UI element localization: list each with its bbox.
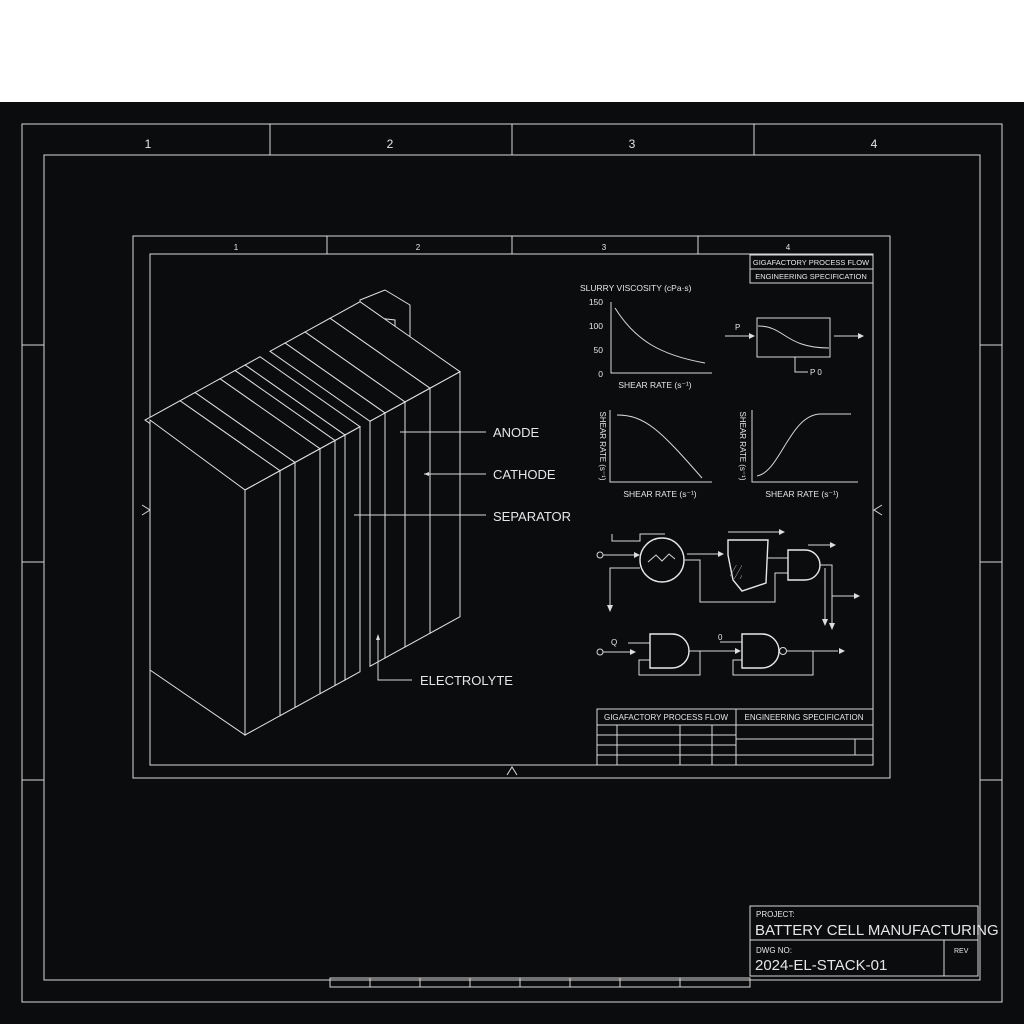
zone-label-small: 1 bbox=[234, 243, 239, 252]
svg-text:SHEAR RATE (s⁻¹): SHEAR RATE (s⁻¹) bbox=[738, 412, 747, 481]
callout-electrolyte: ELECTROLYTE bbox=[376, 634, 513, 688]
process-flow-diagram: Q 0 bbox=[596, 529, 860, 676]
zone-label-small: 4 bbox=[786, 243, 791, 252]
svg-text:GIGAFACTORY PROCESS FLOW: GIGAFACTORY PROCESS FLOW bbox=[753, 258, 870, 267]
nand-gate bbox=[741, 633, 780, 669]
zone-label: 4 bbox=[871, 137, 878, 151]
layer-side-face bbox=[244, 469, 281, 736]
shear-rate-chart-decreasing: SHEAR RATE (s⁻¹) SHEAR RATE (s⁻¹) bbox=[598, 410, 712, 499]
zone-label: 2 bbox=[387, 137, 394, 151]
zone-label-small: 2 bbox=[416, 243, 421, 252]
y-tick: 0 bbox=[598, 369, 603, 379]
and-gate bbox=[649, 633, 690, 669]
layer-side-face bbox=[384, 401, 406, 659]
svg-text:ANODE: ANODE bbox=[493, 425, 540, 440]
x-label: SHEAR RATE (s⁻¹) bbox=[618, 380, 691, 390]
svg-text:GIGAFACTORY PROCESS FLOW: GIGAFACTORY PROCESS FLOW bbox=[604, 713, 728, 722]
svg-text:P 0: P 0 bbox=[810, 368, 822, 377]
pump-symbol bbox=[639, 537, 685, 583]
svg-text:SHEAR RATE (s⁻¹): SHEAR RATE (s⁻¹) bbox=[623, 489, 696, 499]
layer-side-face bbox=[319, 439, 336, 695]
svg-text:ENGINEERING SPECIFICATION: ENGINEERING SPECIFICATION bbox=[755, 272, 867, 281]
viscosity-curve bbox=[614, 307, 706, 364]
viscosity-chart: SLURRY VISCOSITY (cPa·s) 150 100 50 0 SH… bbox=[580, 283, 712, 390]
layer-side-face bbox=[294, 447, 321, 709]
chart-axes bbox=[610, 302, 712, 374]
zone-label: 1 bbox=[145, 137, 152, 151]
y-tick: 50 bbox=[594, 345, 604, 355]
project-name: BATTERY CELL MANUFACTURING bbox=[755, 922, 999, 939]
svg-text:ENGINEERING SPECIFICATION: ENGINEERING SPECIFICATION bbox=[745, 713, 864, 722]
svg-text:REV: REV bbox=[954, 948, 969, 955]
callout-separator: SEPARATOR bbox=[354, 509, 571, 524]
svg-text:ELECTROLYTE: ELECTROLYTE bbox=[420, 673, 513, 688]
layer-side-face bbox=[344, 425, 361, 681]
front-block-face bbox=[149, 419, 246, 736]
callout-anode: ANODE bbox=[400, 425, 540, 440]
chart-title: SLURRY VISCOSITY (cPa·s) bbox=[580, 283, 692, 293]
mixer-symbol bbox=[727, 539, 769, 592]
svg-text:DWG NO:: DWG NO: bbox=[756, 946, 792, 955]
svg-text:Q: Q bbox=[611, 638, 617, 647]
layer-side-face bbox=[404, 387, 431, 648]
process-block: P P 0 bbox=[725, 317, 864, 377]
svg-text:SHEAR RATE (s⁻¹): SHEAR RATE (s⁻¹) bbox=[598, 412, 607, 481]
callout-cathode: CATHODE bbox=[424, 467, 556, 482]
svg-text:SHEAR RATE (s⁻¹): SHEAR RATE (s⁻¹) bbox=[765, 489, 838, 499]
layer-side-face bbox=[279, 461, 296, 717]
layer-side-face bbox=[334, 434, 346, 687]
and-gate bbox=[787, 549, 821, 581]
spec-table: GIGAFACTORY PROCESS FLOW ENGINEERING SPE… bbox=[596, 708, 874, 766]
drawing-number: 2024-EL-STACK-01 bbox=[755, 957, 887, 974]
battery-cell-stack bbox=[144, 289, 461, 736]
zone-label: 3 bbox=[629, 137, 636, 151]
svg-text:0: 0 bbox=[718, 633, 723, 642]
layer-side-face bbox=[369, 412, 386, 668]
svg-text:CATHODE: CATHODE bbox=[493, 467, 556, 482]
y-tick: 100 bbox=[589, 321, 603, 331]
zone-dividers bbox=[22, 124, 1002, 781]
title-block: PROJECT: BATTERY CELL MANUFACTURING DWG … bbox=[749, 905, 999, 977]
svg-text:P: P bbox=[735, 323, 740, 332]
y-tick: 150 bbox=[589, 297, 603, 307]
svg-text:SEPARATOR: SEPARATOR bbox=[493, 509, 571, 524]
shear-rate-chart-increasing: SHEAR RATE (s⁻¹) SHEAR RATE (s⁻¹) bbox=[738, 410, 858, 499]
layer-side-face bbox=[429, 370, 461, 635]
svg-text:PROJECT:: PROJECT: bbox=[756, 910, 795, 919]
zone-label-small: 3 bbox=[602, 243, 607, 252]
scale-strip bbox=[329, 977, 751, 988]
header-box: GIGAFACTORY PROCESS FLOW ENGINEERING SPE… bbox=[749, 254, 874, 284]
